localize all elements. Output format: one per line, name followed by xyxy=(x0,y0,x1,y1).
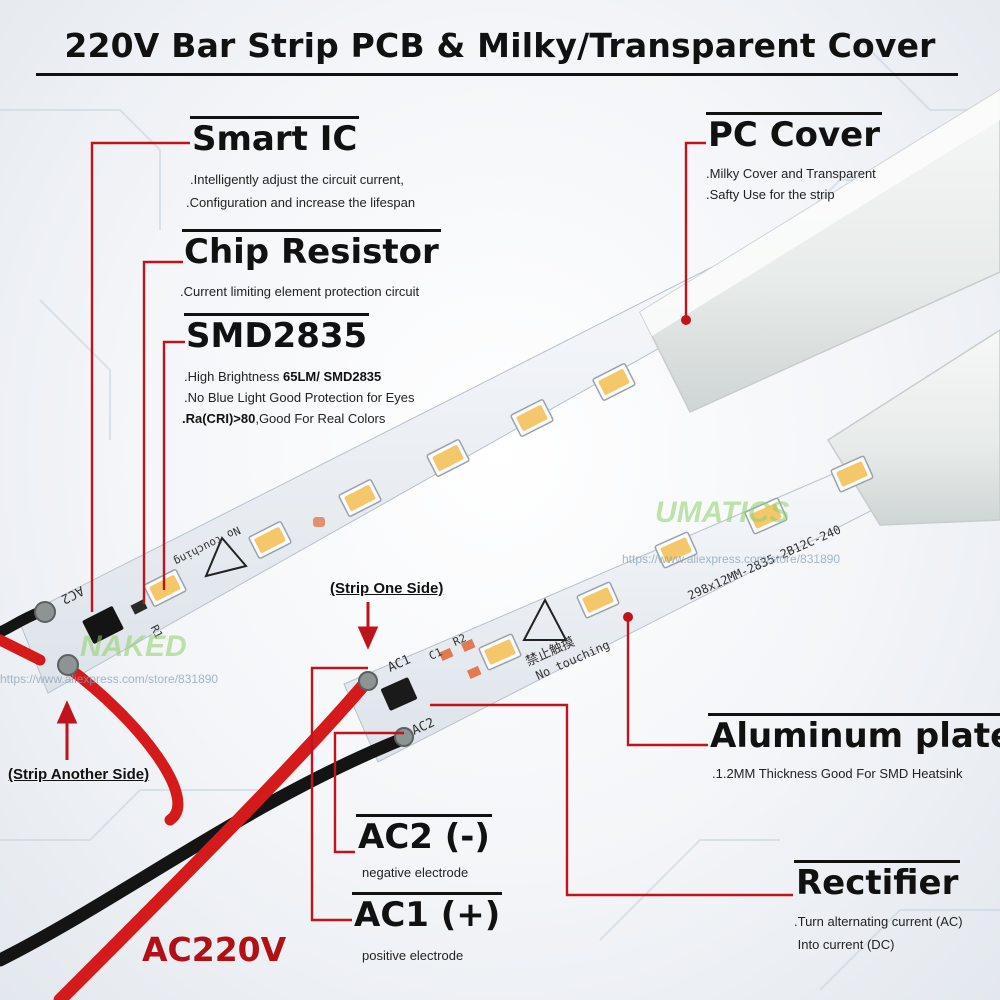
led-chip-lower-4 xyxy=(830,455,874,493)
pcb-label-lower-c1: C1 xyxy=(427,645,444,662)
aluminum-plate-desc: .1.2MM Thickness Good For SMD Heatsink xyxy=(712,766,963,781)
smart-ic-desc-1: .Intelligently adjust the circuit curren… xyxy=(190,172,404,187)
pcb-label-upper-r1: R1 xyxy=(148,623,166,641)
rectifier-chip xyxy=(381,677,417,711)
leader-dots xyxy=(623,315,691,622)
lower-components xyxy=(313,517,482,711)
black-wire-lower xyxy=(0,731,412,967)
led-chip-lower-1 xyxy=(576,581,620,619)
pc-cover-desc-1: .Milky Cover and Transparent xyxy=(706,166,876,181)
label-chip-resistor: Chip Resistor xyxy=(182,229,441,272)
pcb-label-lower-r2: R2 xyxy=(451,631,468,648)
note-strip-another-side: (Strip Another Side) xyxy=(8,766,150,783)
smd2835-desc-3-bold: .Ra(CRI)>80 xyxy=(182,411,256,426)
title-underline xyxy=(36,73,958,76)
leader-aluminum xyxy=(626,617,708,747)
solder-pads xyxy=(34,601,414,747)
label-aluminum-plate: Aluminum plate xyxy=(708,713,1000,756)
watermark-store-right: https://www.aliexpress.com/store/831890 xyxy=(622,552,841,566)
label-smd2835: SMD2835 xyxy=(184,313,370,356)
label-ac1: AC1 (+) xyxy=(352,892,503,935)
watermark-store-left: https://www.aliexpress.com/store/831890 xyxy=(0,672,219,686)
smart-ic-chip xyxy=(82,606,124,644)
led-chip-lower-3 xyxy=(744,497,788,535)
ac1-desc: positive electrode xyxy=(362,948,464,963)
led-chip-upper-1 xyxy=(248,521,292,559)
led-chip-upper-4 xyxy=(510,399,554,437)
leader-smd2835 xyxy=(162,340,185,590)
hazard-triangle-upper xyxy=(204,536,248,578)
leader-ac2 xyxy=(333,731,404,854)
led-chips xyxy=(143,363,874,671)
page-title: 220V Bar Strip PCB & Milky/Transparent C… xyxy=(64,26,936,65)
led-chip-lower-0 xyxy=(478,633,522,671)
wires xyxy=(0,606,412,1000)
smd2835-desc-3: .Ra(CRI)>80,Good For Real Colors xyxy=(182,411,385,426)
label-ac220v: AC220V xyxy=(142,930,287,969)
upper-strip xyxy=(17,89,1000,694)
ac2-desc: negative electrode xyxy=(362,865,469,880)
label-smart-ic: Smart IC xyxy=(190,116,360,159)
label-pc-cover: PC Cover xyxy=(706,112,883,155)
leader-rectifier xyxy=(430,703,793,897)
smd2835-desc-1-prefix: .High Brightness xyxy=(184,369,283,384)
hazard-triangle xyxy=(522,597,568,641)
leader-ac1 xyxy=(310,666,368,922)
smd2835-desc-1-bold: 65LM/ SMD2835 xyxy=(283,369,382,384)
smd2835-desc-3-rest: ,Good For Real Colors xyxy=(255,411,386,426)
smd2835-desc-2: .No Blue Light Good Protection for Eyes xyxy=(184,390,415,405)
leader-pc-cover xyxy=(684,141,706,320)
pc-cover-desc-2: .Safty Use for the strip xyxy=(706,187,835,202)
rectifier-desc-1: .Turn alternating current (AC) xyxy=(794,914,963,929)
led-chip-upper-3 xyxy=(426,439,470,477)
smd2835-desc-1: .High Brightness 65LM/ SMD2835 xyxy=(184,369,381,384)
smart-ic-desc-2: .Configuration and increase the lifespan xyxy=(186,195,416,210)
led-chip-lower-2 xyxy=(654,531,698,569)
led-chip-upper-2 xyxy=(338,479,382,517)
red-wire-upper xyxy=(60,660,184,826)
pointer-arrows xyxy=(56,602,379,760)
label-ac2: AC2 (-) xyxy=(356,814,492,857)
leader-smart-ic xyxy=(90,141,190,612)
leader-lines xyxy=(90,141,793,922)
leader-chip-resistor xyxy=(142,260,183,604)
red-wire-lower xyxy=(53,673,375,1000)
led-chip-upper-5 xyxy=(592,363,636,401)
rectifier-desc-2: Into current (DC) xyxy=(794,937,895,952)
label-rectifier: Rectifier xyxy=(794,860,961,903)
watermark-brand-right: UMATICS xyxy=(655,496,790,529)
note-strip-one-side: (Strip One Side) xyxy=(330,580,444,597)
watermark-brand-left: NAKED xyxy=(80,630,187,663)
chip-resistor-desc: .Current limiting element protection cir… xyxy=(180,284,420,299)
